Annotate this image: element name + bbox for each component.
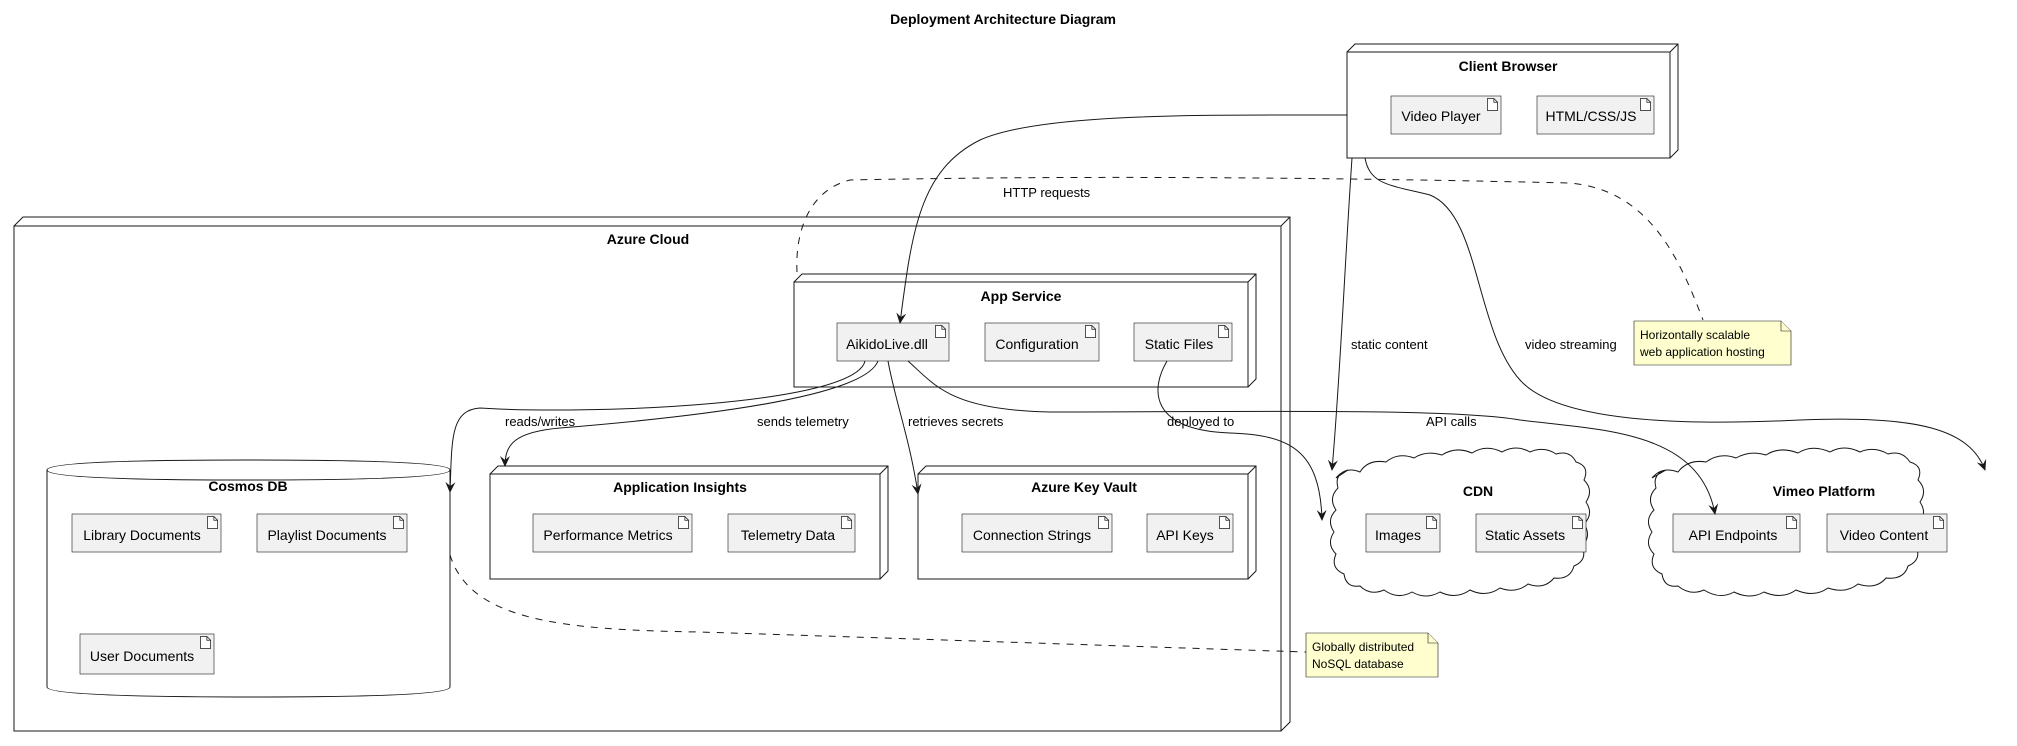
artifact-connection-strings: Connection Strings — [961, 513, 1113, 553]
app-service-title: App Service — [981, 288, 1062, 304]
cosmos-db-node: Cosmos DB Library Documents Playlist Doc… — [46, 459, 451, 698]
client-browser-title: Client Browser — [1459, 58, 1558, 74]
artifact-label: API Keys — [1156, 527, 1214, 543]
application-insights-title: Application Insights — [613, 479, 747, 495]
artifact-label: AikidoLive.dll — [846, 336, 928, 352]
note-connector-app-service — [796, 176, 1704, 321]
artifact-icon — [393, 516, 404, 529]
artifact-api-endpoints: API Endpoints — [1672, 513, 1801, 553]
artifact-label: Images — [1375, 527, 1421, 543]
vimeo-platform-title: Vimeo Platform — [1773, 483, 1875, 499]
artifact-icon — [1572, 516, 1583, 529]
note-line: Horizontally scalable — [1640, 328, 1750, 342]
artifact-icon — [1085, 325, 1096, 338]
artifact-video-content: Video Content — [1826, 513, 1948, 553]
artifact-icon — [1218, 325, 1229, 338]
cosmos-db-title: Cosmos DB — [208, 478, 287, 494]
note-line: NoSQL database — [1312, 657, 1404, 671]
edge-reads-writes — [445, 360, 866, 493]
edge-static-content — [1327, 157, 1353, 471]
note-line: Globally distributed — [1312, 640, 1414, 654]
artifact-label: User Documents — [90, 648, 194, 664]
artifact-icon — [1219, 516, 1230, 529]
artifact-label: Static Files — [1145, 336, 1213, 352]
edge-label-sends-telemetry: sends telemetry — [757, 414, 849, 429]
artifact-video-player: Video Player — [1390, 95, 1502, 135]
artifact-label: API Endpoints — [1689, 527, 1778, 543]
artifact-icon — [678, 516, 689, 529]
artifact-label: Video Content — [1840, 527, 1929, 543]
edge-label-video-streaming: video streaming — [1525, 337, 1617, 352]
note-line: web application hosting — [1639, 345, 1765, 359]
artifact-label: HTML/CSS/JS — [1545, 108, 1636, 124]
edge-retrieves-secrets — [887, 360, 922, 495]
edge-http-requests — [896, 114, 1348, 324]
application-insights-node: Application Insights Performance Metrics… — [489, 465, 889, 580]
edge-api-calls — [907, 360, 1719, 515]
artifact-static-assets: Static Assets — [1475, 513, 1587, 553]
artifact-icon — [1640, 98, 1651, 111]
edge-label-reads-writes: reads/writes — [505, 414, 576, 429]
artifact-icon — [841, 516, 852, 529]
artifact-icon — [200, 636, 211, 649]
note-app-service: Horizontally scalable web application ho… — [1633, 320, 1792, 366]
artifact-library-documents: Library Documents — [71, 513, 222, 553]
artifact-icon — [1426, 516, 1437, 529]
azure-cloud-title: Azure Cloud — [607, 231, 689, 247]
artifact-label: Static Assets — [1485, 527, 1565, 543]
artifact-images: Images — [1365, 513, 1441, 553]
azure-key-vault-title: Azure Key Vault — [1031, 479, 1137, 495]
artifact-icon — [1487, 98, 1498, 111]
artifact-configuration: Configuration — [984, 322, 1100, 362]
artifact-performance-metrics: Performance Metrics — [532, 513, 693, 553]
artifact-icon — [1098, 516, 1109, 529]
edge-deployed-to — [1157, 360, 1327, 521]
artifact-icon — [1786, 516, 1797, 529]
artifact-user-documents: User Documents — [79, 633, 215, 675]
edge-video-streaming — [1364, 157, 1987, 471]
artifact-icon — [207, 516, 218, 529]
artifact-icon — [935, 325, 946, 338]
artifact-label: Connection Strings — [973, 527, 1091, 543]
artifact-icon — [1933, 516, 1944, 529]
note-cosmos-db: Globally distributed NoSQL database — [1305, 632, 1439, 678]
artifact-label: Performance Metrics — [543, 527, 672, 543]
app-service-node: App Service AikidoLive.dll Configuration… — [793, 273, 1257, 388]
artifact-label: Video Player — [1401, 108, 1480, 124]
vimeo-platform-node: Vimeo Platform API Endpoints Video Conte… — [1648, 447, 1948, 597]
note-connector-cosmos-db — [449, 554, 1307, 653]
artifact-label: Playlist Documents — [267, 527, 386, 543]
edge-label-retrieves-secrets: retrieves secrets — [908, 414, 1004, 429]
artifact-playlist-documents: Playlist Documents — [256, 513, 408, 553]
edge-label-http-requests: HTTP requests — [1003, 185, 1091, 200]
artifact-label: Configuration — [995, 336, 1078, 352]
diagram-title: Deployment Architecture Diagram — [890, 11, 1116, 27]
cdn-title: CDN — [1463, 483, 1493, 499]
edge-label-api-calls: API calls — [1426, 414, 1477, 429]
artifact-html-css-js: HTML/CSS/JS — [1536, 95, 1655, 135]
cdn-node: CDN Images Static Assets — [1330, 447, 1590, 597]
edge-label-deployed-to: deployed to — [1167, 414, 1234, 429]
artifact-api-keys: API Keys — [1146, 513, 1234, 553]
azure-key-vault-node: Azure Key Vault Connection Strings API K… — [917, 465, 1257, 580]
artifact-label: Library Documents — [83, 527, 201, 543]
edge-sends-telemetry — [500, 360, 879, 467]
artifact-telemetry-data: Telemetry Data — [727, 513, 856, 553]
artifact-aikidolive-dll: AikidoLive.dll — [836, 322, 950, 362]
client-browser-node: Client Browser Video Player HTML/CSS/JS — [1346, 43, 1679, 159]
edge-label-static-content: static content — [1351, 337, 1428, 352]
artifact-static-files: Static Files — [1133, 322, 1233, 362]
artifact-label: Telemetry Data — [741, 527, 835, 543]
